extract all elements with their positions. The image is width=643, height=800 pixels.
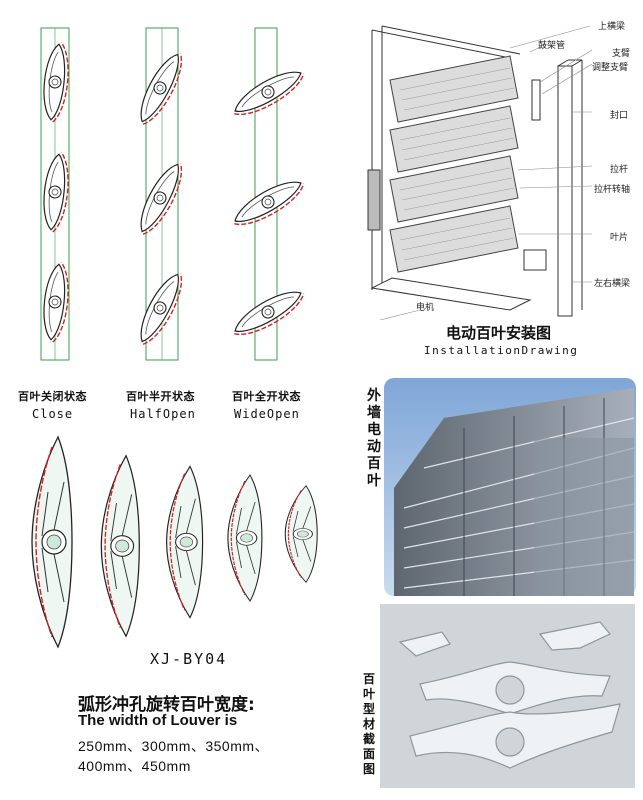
louver-width-title-cn: 弧形冲孔旋转百叶宽度:: [78, 695, 255, 715]
state-wideopen-en: WideOpen: [234, 407, 300, 421]
photo-label-profile: 百叶型材截面图: [362, 672, 375, 776]
state-wideopen-cn: 百叶全开状态: [232, 390, 301, 403]
callout-blade: 叶片: [610, 233, 629, 243]
state-halfopen-cn: 百叶半开状态: [126, 390, 195, 403]
state-halfopen-en: HalfOpen: [130, 407, 196, 421]
profile-model: XJ-BY04: [150, 650, 228, 668]
profile-photo: [380, 604, 635, 788]
callout-top-beam: 上横梁: [598, 22, 626, 32]
callout-rod-pivot: 拉杆转轴: [594, 185, 631, 195]
callout-motor: 电机: [416, 303, 435, 313]
installation-drawing: [367, 25, 593, 320]
louver-width-title-en: The width of Louver is: [78, 712, 238, 729]
louver-states-drawing: [39, 27, 310, 361]
state-close-en: Close: [32, 407, 74, 421]
louver-sizes-line1: 250mm、300mm、350mm、: [78, 738, 270, 754]
louver-close-diagram: [39, 27, 73, 361]
profile-sections-drawing: [31, 436, 318, 648]
building-photo: [384, 378, 636, 596]
state-close-cn: 百叶关闭状态: [18, 390, 87, 403]
install-title-cn: 电动百叶安装图: [446, 324, 552, 342]
louver-sizes-line2: 400mm、450mm: [78, 758, 191, 774]
callout-pull-rod: 拉杆: [610, 165, 629, 175]
callout-arm: 支臂: [612, 49, 631, 59]
callout-side-beam: 左右横梁: [594, 279, 631, 289]
callout-drum-tube: 鼓架管: [538, 41, 566, 51]
louver-halfopen-diagram: [131, 27, 191, 361]
callout-adjust-arm: 调整支臂: [592, 63, 629, 73]
louver-wideopen-diagram: [227, 27, 310, 361]
photo-label-building: 外墙电动百叶: [367, 388, 381, 489]
install-title-en: InstallationDrawing: [424, 344, 579, 357]
callout-seal: 封口: [610, 111, 629, 121]
